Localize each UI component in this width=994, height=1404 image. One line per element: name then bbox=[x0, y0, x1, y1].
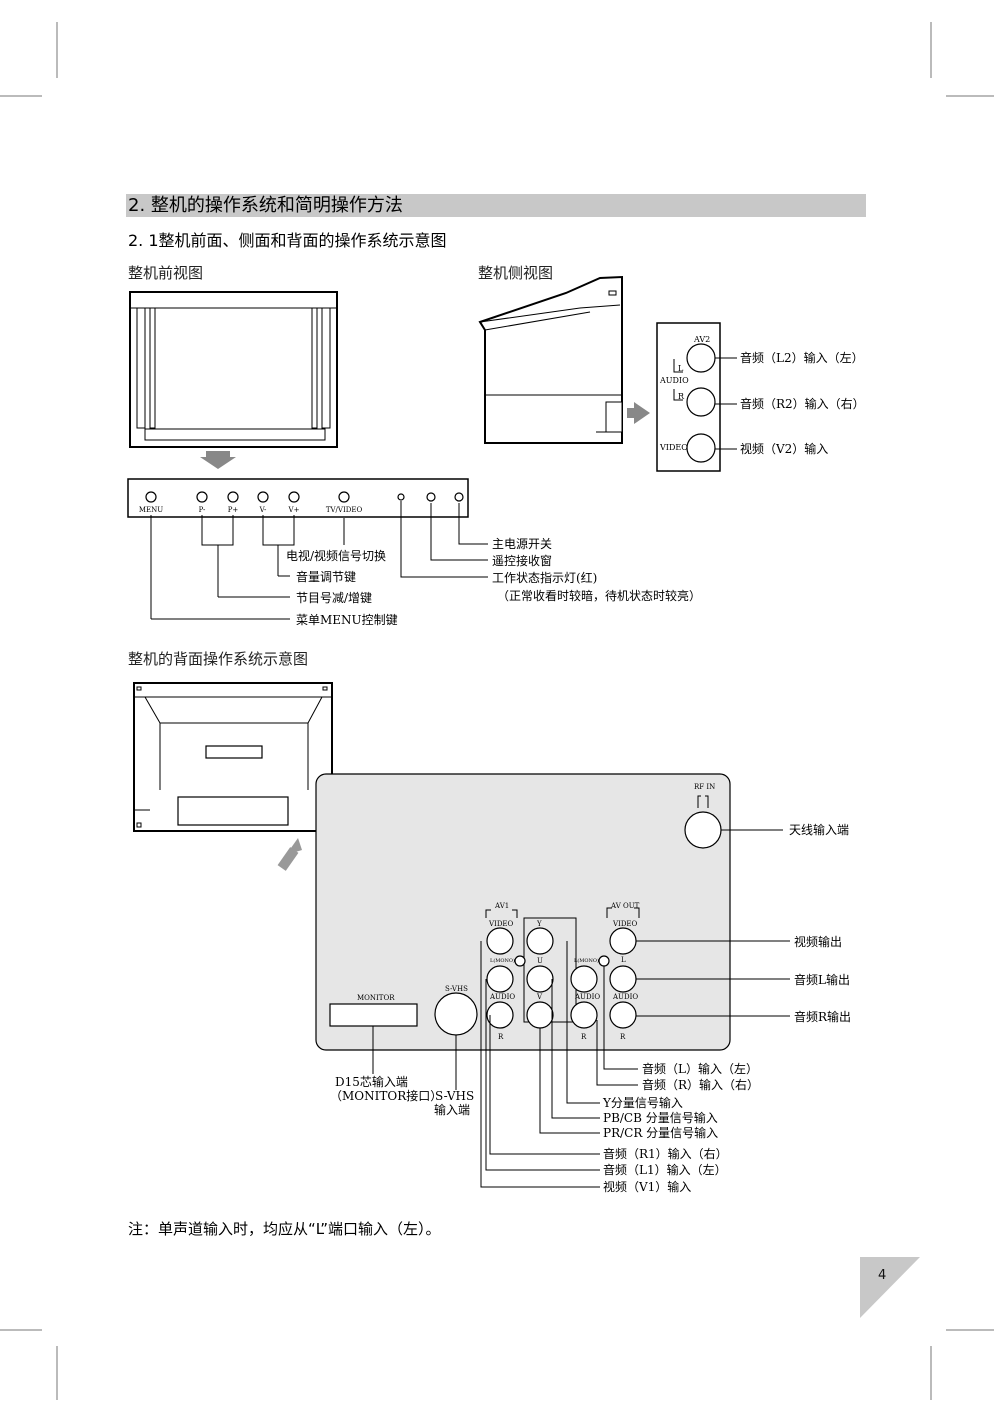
video-v1-callout: 视频（V1）输入 bbox=[603, 1179, 691, 1194]
svhs-label: S-VHS bbox=[445, 985, 468, 993]
av-r-label: R bbox=[581, 1033, 587, 1041]
p-minus-button-label: P- bbox=[199, 506, 206, 514]
v-plus-button-label: V+ bbox=[288, 506, 300, 514]
audio-r2-callout: 音频（R2）输入（右） bbox=[740, 396, 865, 411]
tv-video-button-label: TV/VIDEO bbox=[326, 506, 363, 514]
video-v2-callout: 视频（V2）输入 bbox=[740, 441, 828, 456]
side-view-label: 整机侧视图 bbox=[478, 264, 554, 282]
d15-callout-line1: D15芯输入端 bbox=[335, 1074, 408, 1089]
audio-r-in-callout: 音频（R）输入（右） bbox=[642, 1077, 759, 1092]
footnote: 注：单声道输入时，均应从“L”端口输入（左）。 bbox=[128, 1220, 441, 1238]
av-audio-label: AUDIO bbox=[574, 993, 600, 1001]
av2-label: AV2 bbox=[693, 335, 710, 344]
y-label: Y bbox=[536, 920, 542, 928]
pr-in-callout: PR/CR 分量信号输入 bbox=[603, 1125, 718, 1140]
audio-l1-callout: 音频（L1）输入（左） bbox=[603, 1162, 727, 1177]
menu-button-label: MENU bbox=[139, 506, 163, 514]
v-label: V bbox=[536, 993, 543, 1001]
rf-in-label: RF IN bbox=[694, 783, 715, 791]
side-audio-label: AUDIO bbox=[659, 376, 689, 385]
monitor-label: MONITOR bbox=[357, 994, 395, 1002]
v-minus-button-label: V- bbox=[259, 506, 267, 514]
av1-audio-label: AUDIO bbox=[489, 993, 515, 1001]
av1-l-mono-label: L(MONO) bbox=[490, 957, 515, 964]
av-out-audio-label: AUDIO bbox=[612, 993, 638, 1001]
indicator-callout: 工作状态指示灯(红) bbox=[492, 570, 597, 585]
audio-l-in-callout: 音频（L）输入（左） bbox=[642, 1061, 758, 1076]
u-label: U bbox=[537, 957, 543, 965]
program-callout: 节目号减/增键 bbox=[296, 591, 372, 605]
video-out-callout: 视频输出 bbox=[794, 934, 842, 949]
volume-callout: 音量调节键 bbox=[296, 569, 356, 584]
av-l-mono-label: L(MONO) bbox=[574, 957, 599, 964]
power-callout: 主电源开关 bbox=[492, 537, 552, 551]
audio-r-out-callout: 音频R输出 bbox=[794, 1009, 851, 1024]
av-out-label: AV OUT bbox=[610, 902, 640, 910]
antenna-callout: 天线输入端 bbox=[789, 822, 849, 837]
svhs-callout-line1: S-VHS bbox=[435, 1089, 474, 1103]
back-view-label: 整机的背面操作系统示意图 bbox=[128, 650, 309, 668]
side-l-label: L bbox=[678, 364, 684, 373]
side-r-label: R bbox=[678, 392, 685, 401]
av-out-video-label: VIDEO bbox=[612, 920, 638, 928]
y-in-callout: Y分量信号输入 bbox=[602, 1095, 683, 1110]
section-title: 2. 整机的操作系统和简明操作方法 bbox=[128, 195, 403, 216]
av1-r-label: R bbox=[498, 1033, 504, 1041]
page-number: 4 bbox=[878, 1268, 887, 1283]
front-view-label: 整机前视图 bbox=[128, 264, 204, 282]
section-header-bar bbox=[126, 194, 866, 217]
av-out-r-label: R bbox=[620, 1033, 626, 1041]
av-out-l-label: L bbox=[621, 956, 626, 964]
av1-label: AV1 bbox=[494, 902, 509, 910]
pb-in-callout: PB/CB 分量信号输入 bbox=[603, 1110, 718, 1125]
audio-l-out-callout: 音频L输出 bbox=[794, 972, 850, 987]
av1-video-label: VIDEO bbox=[488, 920, 514, 928]
side-video-label: VIDEO bbox=[659, 443, 688, 452]
d15-callout-line2: （MONITOR接口） bbox=[330, 1088, 442, 1103]
subsection-title: 2. 1整机前面、侧面和背面的操作系统示意图 bbox=[128, 231, 447, 250]
p-plus-button-label: P+ bbox=[228, 506, 239, 514]
menu-callout: 菜单MENU控制键 bbox=[296, 613, 398, 627]
svhs-callout-line2: 输入端 bbox=[434, 1102, 470, 1117]
audio-r1-callout: 音频（R1）输入（右） bbox=[603, 1146, 728, 1161]
remote-callout: 遥控接收窗 bbox=[492, 553, 552, 568]
indicator-note: （正常收看时较暗，待机状态时较亮） bbox=[497, 588, 701, 603]
audio-l2-callout: 音频（L2）输入（左） bbox=[740, 350, 864, 365]
tv-video-callout: 电视/视频信号切换 bbox=[286, 548, 386, 563]
